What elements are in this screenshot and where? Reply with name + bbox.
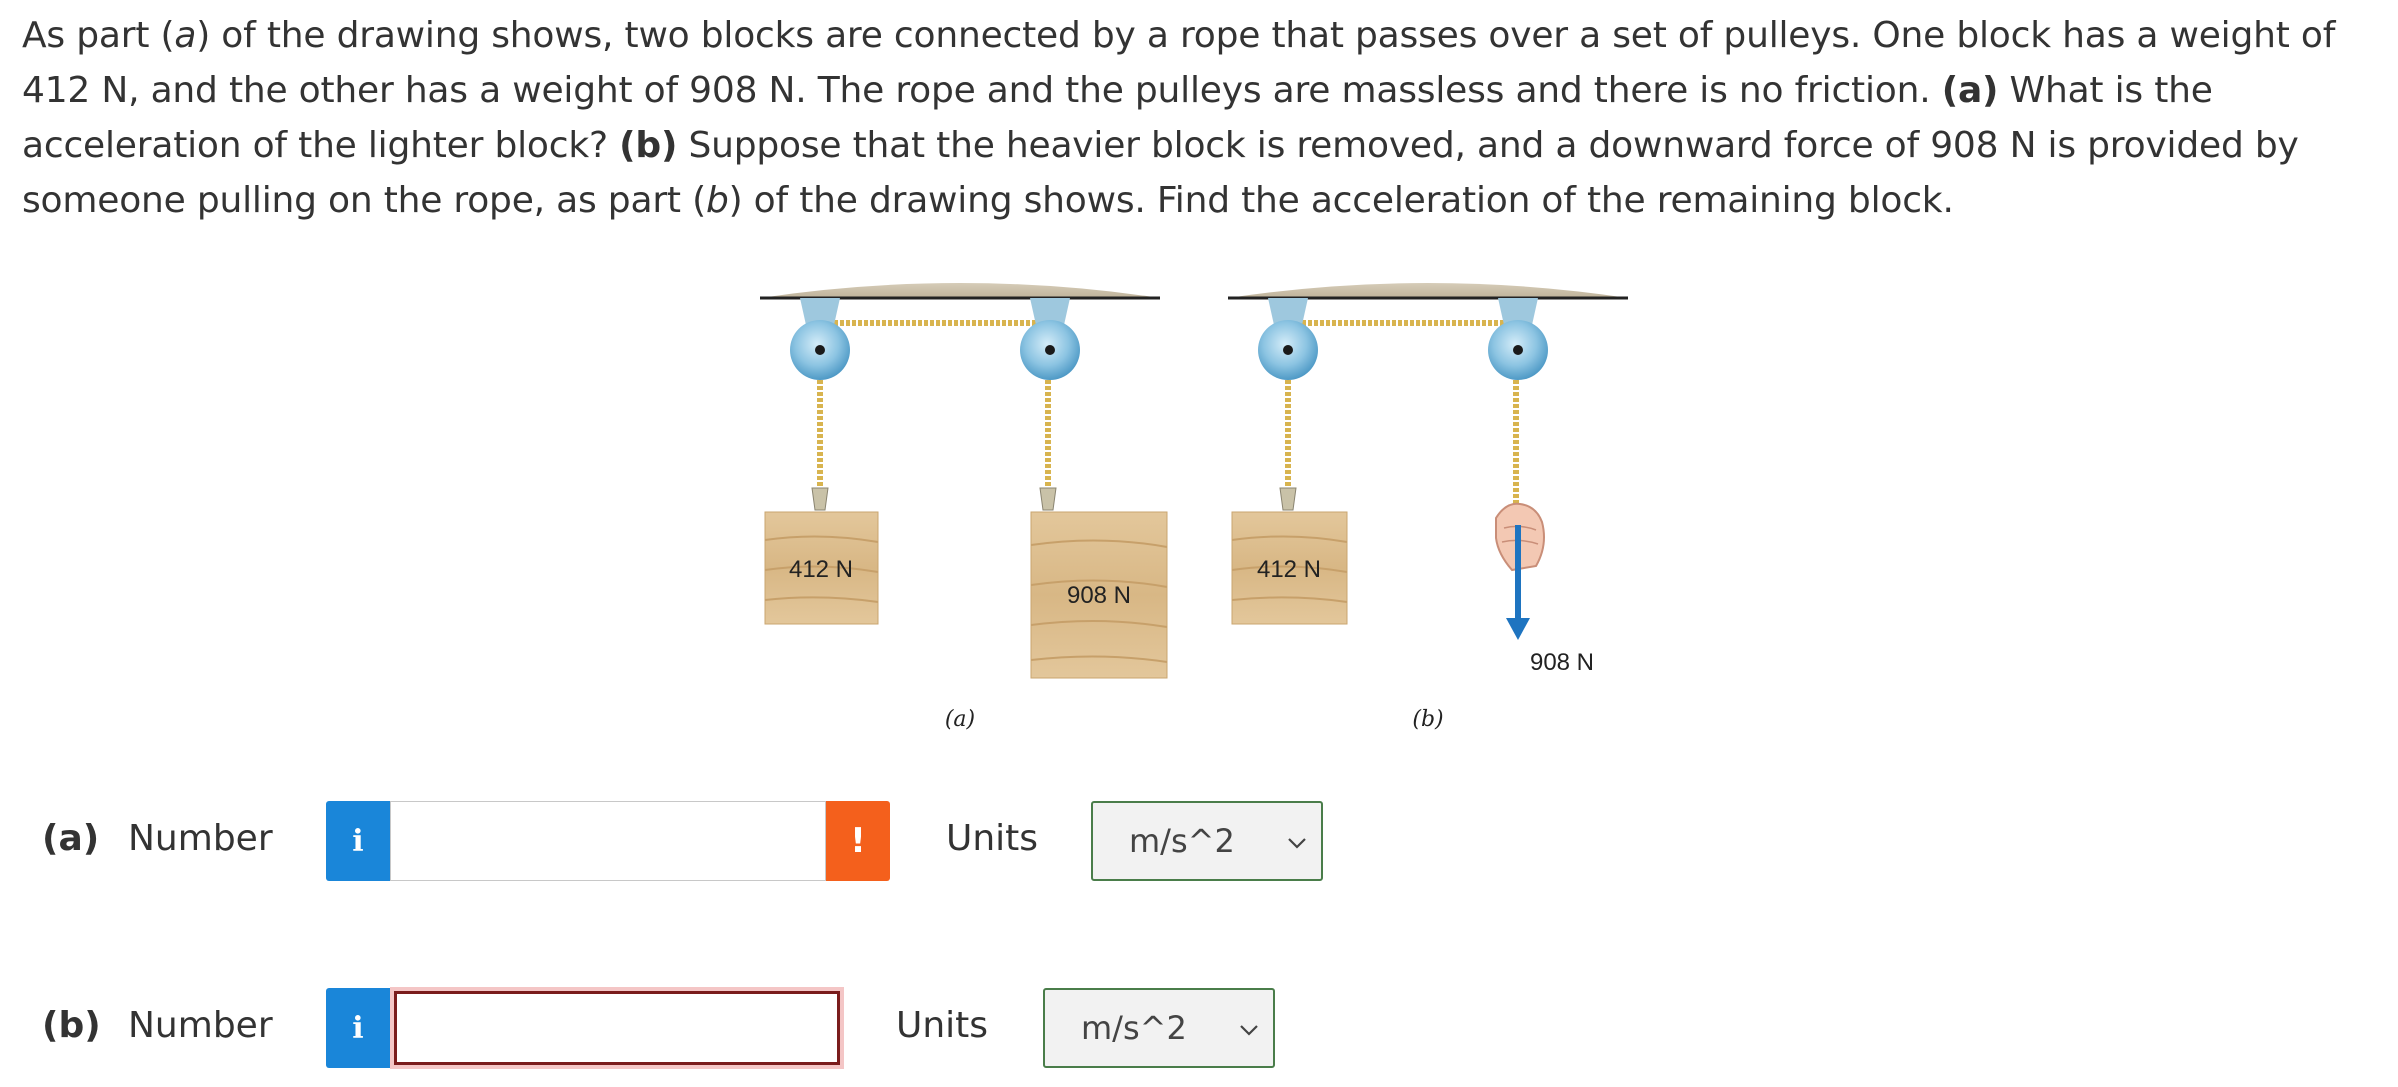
- answer-row-b: (b) Number i Units m/s^2: [0, 987, 1500, 1069]
- info-icon[interactable]: i: [326, 801, 390, 881]
- question-text: As part (a) of the drawing shows, two bl…: [22, 8, 2372, 228]
- block-light-b: 412 N: [1231, 511, 1348, 625]
- part-label-a: (a): [42, 818, 100, 859]
- answer-row-a: (a) Number i ! Units m/s^2: [0, 800, 1500, 882]
- chevron-down-icon: [1240, 1025, 1258, 1036]
- question-segment: ) of the drawing shows. Find the acceler…: [728, 180, 1954, 221]
- units-select-b[interactable]: m/s^2: [1043, 988, 1275, 1068]
- pulley-diagram: 412 N 908 N 412 N 908 N (a) (b): [760, 283, 1628, 732]
- number-input-b[interactable]: [394, 991, 840, 1065]
- block-light-a: 412 N: [764, 511, 879, 625]
- hook-icon: [1039, 487, 1057, 511]
- warning-glyph: !: [850, 821, 866, 861]
- caption-a: (a): [945, 707, 975, 732]
- question-segment: What is the acceleration of the lighter …: [22, 70, 2213, 166]
- pulley-wheel-icon: [1488, 298, 1548, 380]
- pulley-wheel-icon: [1258, 298, 1318, 380]
- force-arrow-icon: [1506, 525, 1530, 640]
- chevron-down-icon: [1288, 838, 1306, 849]
- question-segment: ) of the drawing shows, two blocks are c…: [22, 15, 2336, 111]
- info-glyph: i: [352, 823, 364, 859]
- number-input-a[interactable]: [390, 801, 826, 881]
- hook-icon: [1279, 487, 1297, 511]
- hook-icon: [811, 487, 829, 511]
- question-part-a-marker: (a): [1941, 70, 1999, 111]
- question-italic: b: [705, 180, 729, 221]
- question-italic: a: [174, 15, 197, 56]
- units-label-a: Units: [946, 818, 1039, 859]
- question-part-b-marker: (b): [619, 125, 678, 166]
- number-label-b: Number: [128, 1005, 273, 1046]
- question-segment: As part (: [22, 15, 175, 56]
- info-glyph: i: [352, 1010, 364, 1046]
- units-select-value-a: m/s^2: [1129, 822, 1235, 860]
- units-label-b: Units: [896, 1005, 989, 1046]
- ceiling-b: [1228, 283, 1628, 300]
- warning-icon[interactable]: !: [826, 801, 890, 881]
- block-heavy-a: 908 N: [1030, 511, 1168, 679]
- pulley-wheel-icon: [1020, 298, 1080, 380]
- block-light-b-label: 412 N: [1257, 556, 1321, 583]
- ceiling-a: [760, 283, 1160, 300]
- part-label-b: (b): [42, 1005, 101, 1046]
- pulley-wheel-icon: [790, 298, 850, 380]
- units-select-a[interactable]: m/s^2: [1091, 801, 1323, 881]
- number-label-a: Number: [128, 818, 273, 859]
- units-select-value-b: m/s^2: [1081, 1009, 1187, 1047]
- block-light-a-label: 412 N: [789, 556, 853, 583]
- question-segment: Suppose that the heavier block is remove…: [22, 125, 2299, 221]
- caption-b: (b): [1412, 707, 1443, 732]
- info-icon[interactable]: i: [326, 988, 390, 1068]
- force-b-label: 908 N: [1530, 649, 1594, 676]
- block-heavy-a-label: 908 N: [1067, 582, 1131, 609]
